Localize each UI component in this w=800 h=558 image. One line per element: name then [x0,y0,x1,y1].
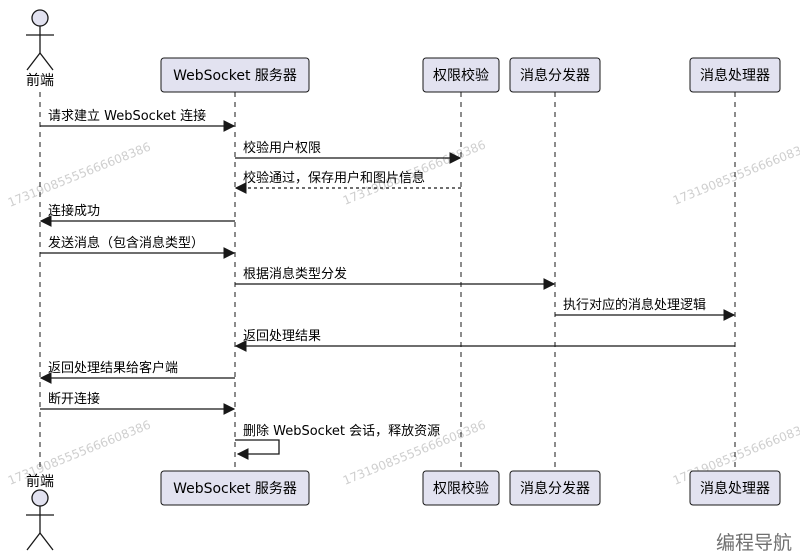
message-label: 请求建立 WebSocket 连接 [48,108,206,124]
participant-handler-top: 消息处理器 [689,57,781,93]
message-label: 删除 WebSocket 会话，释放资源 [243,424,440,439]
participant-auth-top: 权限校验 [422,57,500,93]
message-11: 删除 WebSocket 会话，释放资源 [235,424,440,460]
message-label: 校验用户权限 [243,140,321,156]
participant-label: WebSocket 服务器 [173,481,297,497]
participant-dispatch-bottom: 消息分发器 [509,470,601,506]
message-label: 校验通过，保存用户和图片信息 [243,170,425,186]
message-3: 校验通过，保存用户和图片信息 [234,170,461,194]
participant-ws-bottom: WebSocket 服务器 [160,470,310,506]
message-9: 返回处理结果给客户端 [39,360,235,384]
participant-label: WebSocket 服务器 [173,68,297,84]
message-label: 根据消息类型分发 [243,266,347,282]
actor-icon [26,9,54,71]
participant-label: 消息分发器 [520,480,590,497]
participant-auth-bottom: 权限校验 [422,470,500,506]
message-label: 返回处理结果给客户端 [48,360,178,376]
message-label: 发送消息（包含消息类型） [48,235,204,251]
participant-label: 权限校验 [433,67,489,84]
message-8: 返回处理结果 [234,329,735,352]
participant-label: 权限校验 [433,480,489,497]
message-label: 返回处理结果 [243,329,321,344]
message-6: 根据消息类型分发 [235,266,556,290]
participant-ws-top: WebSocket 服务器 [160,57,310,93]
message-2: 校验用户权限 [235,140,462,164]
watermark-text: 17319085555666608386 [6,140,153,210]
participant-label: 消息处理器 [700,480,770,497]
messages: 请求建立 WebSocket 连接校验用户权限校验通过，保存用户和图片信息连接成… [39,108,736,460]
message-label: 断开连接 [48,391,100,407]
actor-label: 前端 [26,72,54,89]
message-arrow [235,439,280,460]
message-7: 执行对应的消息处理逻辑 [555,297,736,321]
participant-label: 消息分发器 [520,67,590,84]
message-5: 发送消息（包含消息类型） [40,235,236,259]
participant-label: 消息处理器 [700,67,770,84]
actor-icon [26,489,54,551]
message-label: 连接成功 [48,203,100,219]
actor-label: 前端 [26,473,54,490]
actor-bottom: 前端 [26,473,54,551]
brand-watermark: 编程导航 [716,532,792,554]
message-1: 请求建立 WebSocket 连接 [40,108,236,132]
participant-handler-bottom: 消息处理器 [689,470,781,506]
message-10: 断开连接 [40,391,236,415]
message-4: 连接成功 [39,203,235,227]
participant-dispatch-top: 消息分发器 [509,57,601,93]
actor-top: 前端 [26,9,54,89]
message-label: 执行对应的消息处理逻辑 [563,297,706,313]
